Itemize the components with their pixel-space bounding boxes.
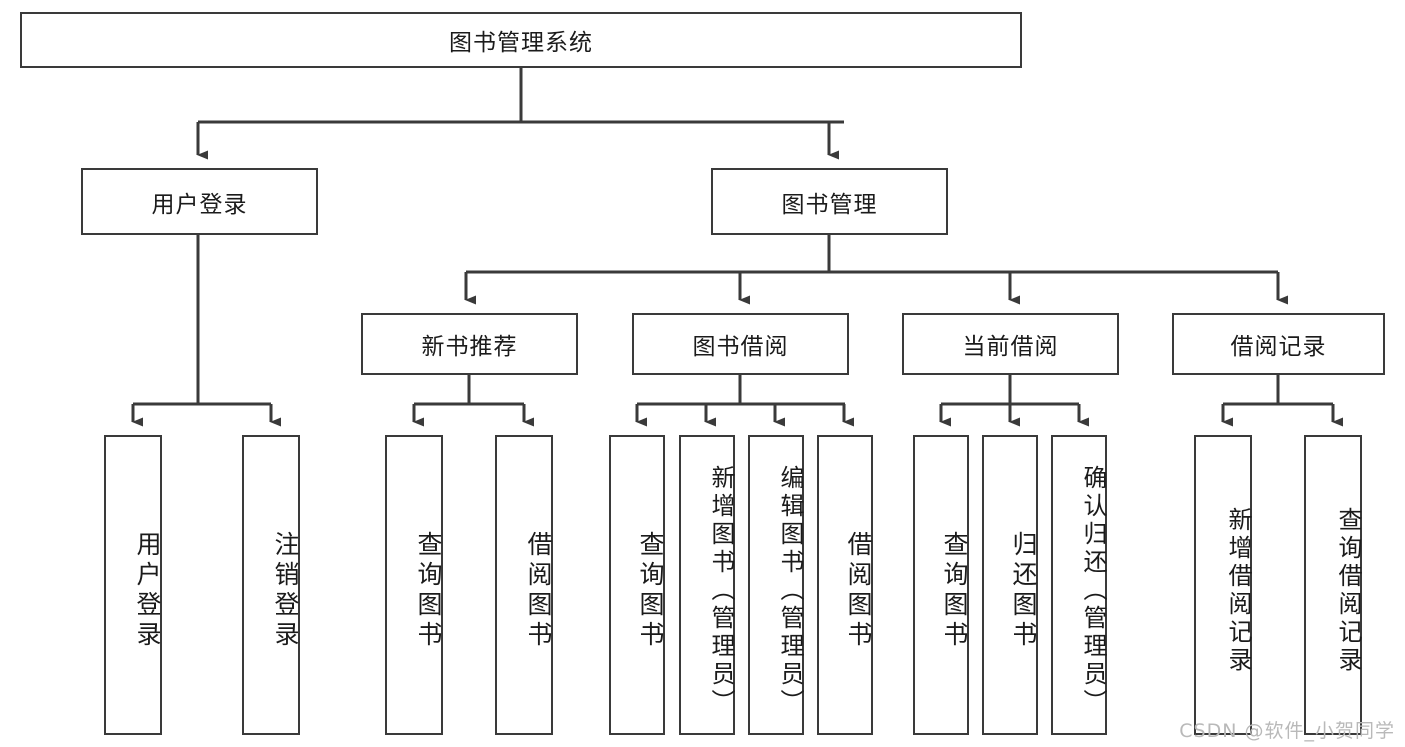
leaf-user-login[interactable]: 用户登录 (104, 435, 162, 735)
leaf-query-borrow-record[interactable]: 查询借阅记录 (1304, 435, 1362, 735)
node-label: 确认归还（管理员） (1079, 465, 1107, 717)
leaf-query-book-current[interactable]: 查询图书 (913, 435, 969, 735)
node-label: 借阅记录 (1230, 334, 1327, 360)
leaf-return-book[interactable]: 归还图书 (982, 435, 1038, 735)
csdn-watermark: CSDN @软件_小贺同学 (1179, 720, 1395, 742)
node-label: 查询图书 (636, 531, 665, 651)
node-current-borrow[interactable]: 当前借阅 (902, 313, 1119, 375)
node-label: 借阅图书 (844, 531, 873, 651)
node-label: 查询图书 (940, 531, 969, 651)
leaf-query-book-newbook[interactable]: 查询图书 (385, 435, 443, 735)
leaf-add-book-admin[interactable]: 新增图书（管理员） (679, 435, 735, 735)
node-label: 新增借阅记录 (1224, 507, 1252, 675)
node-user-login[interactable]: 用户登录 (81, 168, 318, 235)
leaf-borrow-book-newbook[interactable]: 借阅图书 (495, 435, 553, 735)
node-label: 查询借阅记录 (1334, 507, 1362, 675)
node-label: 新书推荐 (421, 334, 518, 360)
leaf-borrow-book-borrow[interactable]: 借阅图书 (817, 435, 873, 735)
leaf-logout[interactable]: 注销登录 (242, 435, 300, 735)
node-label: 注销登录 (271, 531, 300, 651)
node-label: 编辑图书（管理员） (776, 465, 804, 717)
node-label: 查询图书 (414, 531, 443, 651)
node-book-borrow[interactable]: 图书借阅 (632, 313, 849, 375)
node-label: 当前借阅 (962, 334, 1059, 360)
node-new-book-recommend[interactable]: 新书推荐 (361, 313, 578, 375)
node-label: 图书管理系统 (449, 30, 593, 56)
leaf-edit-book-admin[interactable]: 编辑图书（管理员） (748, 435, 804, 735)
leaf-add-borrow-record[interactable]: 新增借阅记录 (1194, 435, 1252, 735)
node-label: 借阅图书 (524, 531, 553, 651)
leaf-confirm-return-admin[interactable]: 确认归还（管理员） (1051, 435, 1107, 735)
node-label: 图书借阅 (692, 334, 789, 360)
node-root-system[interactable]: 图书管理系统 (20, 12, 1022, 68)
node-label: 用户登录 (151, 191, 248, 218)
leaf-query-book-borrow[interactable]: 查询图书 (609, 435, 665, 735)
node-book-management[interactable]: 图书管理 (711, 168, 948, 235)
node-label: 新增图书（管理员） (707, 465, 735, 717)
node-borrow-record[interactable]: 借阅记录 (1172, 313, 1385, 375)
node-label: 图书管理 (781, 191, 878, 218)
node-label: 用户登录 (133, 531, 162, 651)
node-label: 归还图书 (1009, 531, 1038, 651)
